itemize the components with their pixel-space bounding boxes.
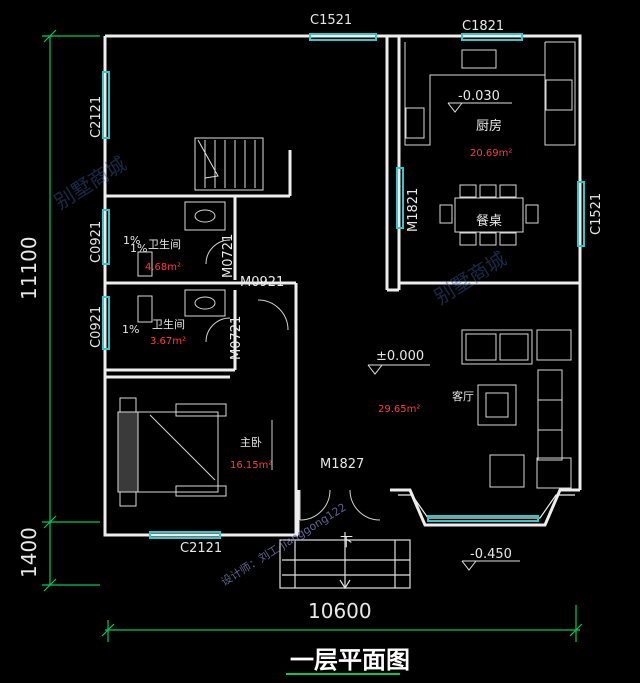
stair-down-arrow-label: 下: [340, 535, 353, 550]
elevation-porch: -0.450: [470, 547, 512, 562]
kitchen-counters: [404, 41, 576, 146]
dining-table: [439, 184, 539, 246]
window-label-bath2: C0921: [89, 306, 104, 348]
plan-title: 一层平面图: [290, 646, 410, 674]
slope-mark-2: 1%: [130, 242, 147, 255]
room-name-bath1: 卫生间: [148, 237, 181, 251]
windows: [102, 33, 585, 539]
room-name-master: 主卧: [240, 436, 262, 449]
door-label-kitchen: M1821: [406, 188, 421, 232]
dimension-lines: [42, 29, 583, 642]
room-area-kitchen: 20.69m²: [470, 148, 512, 159]
bath-fixtures: [137, 201, 226, 323]
dim-total-width: 10600: [308, 599, 372, 623]
window-label-top-right: C1821: [462, 19, 504, 34]
stair: [194, 137, 264, 191]
elevation-living: ±0.000: [376, 349, 424, 364]
room-name-living: 客厅: [452, 389, 474, 403]
elevation-kitchen: -0.030: [458, 89, 500, 104]
room-name-bath2: 卫生间: [152, 317, 185, 331]
dim-porch-depth: 1400: [17, 527, 41, 578]
room-area-bath1: 4.68m²: [145, 262, 181, 273]
doors: [205, 239, 381, 521]
door-label-hall: M0921: [240, 275, 284, 290]
room-area-bath2: 3.67m²: [150, 336, 186, 347]
window-label-bath1: C0921: [89, 221, 104, 263]
elevation-markers: [367, 102, 520, 571]
watermark: 别墅商城: [430, 246, 511, 309]
slope-mark-3: 1%: [122, 323, 139, 336]
slope-mark-1: 1%: [123, 234, 140, 247]
room-area-master: 16.15m²: [230, 460, 272, 471]
room-name-dining: 餐桌: [476, 213, 502, 229]
window-label-bottom: C2121: [180, 541, 222, 556]
window-label-right-kitchen: C1521: [589, 193, 604, 235]
door-label-entry: M1827: [320, 457, 364, 472]
door-label-bath2: M0721: [229, 316, 244, 360]
room-name-kitchen: 厨房: [476, 118, 502, 134]
room-area-living: 29.65m²: [378, 404, 420, 415]
walls: [103, 34, 582, 537]
door-label-bath1: M0721: [221, 234, 236, 278]
window-label-left-upper: C2121: [89, 96, 104, 138]
dim-total-depth: 11100: [17, 236, 41, 300]
watermark-2: 别墅商城: [50, 151, 131, 214]
bedroom-furniture: [117, 397, 227, 507]
porch: [279, 532, 411, 590]
living-furniture: [461, 329, 572, 489]
window-label-top-left: C1521: [310, 13, 352, 28]
